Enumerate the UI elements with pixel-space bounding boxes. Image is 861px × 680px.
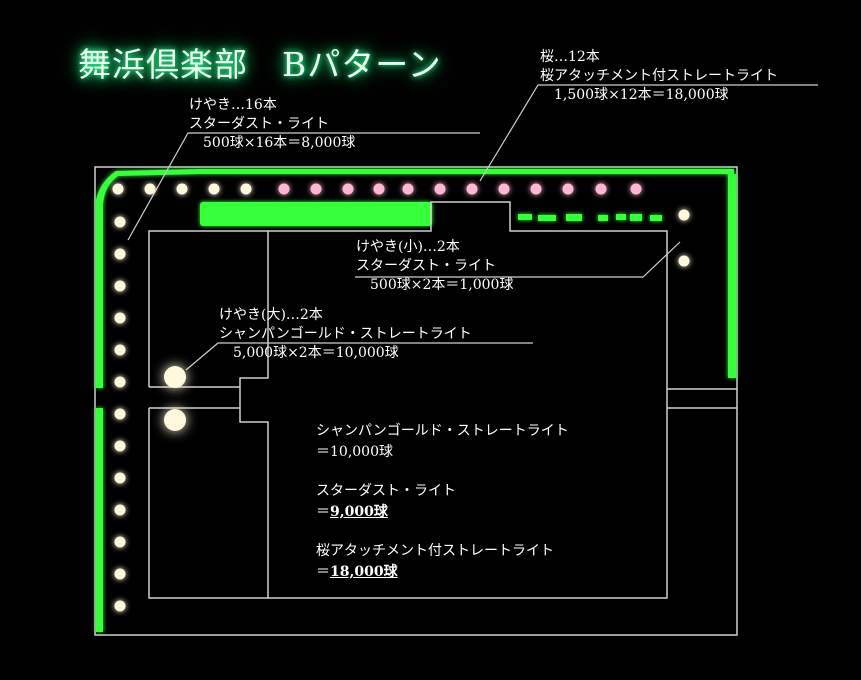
note-sakura-type: 桜アタッチメント付ストレートライト [540, 68, 778, 84]
sakura-light [310, 183, 322, 195]
summary-champagne: シャンパンゴールド・ストレートライト ＝10,000球 [316, 421, 569, 463]
sakura-light [498, 183, 510, 195]
sakura-light [434, 183, 446, 195]
hedge-right [728, 174, 736, 378]
summary-stardust-total: ＝9,000球 [316, 502, 569, 523]
summary-stardust-prefix: ＝ [316, 504, 330, 520]
summary-champagne-value: ＝10,000球 [316, 444, 393, 460]
leader-keyaki [127, 132, 480, 241]
keyaki-light [112, 183, 124, 195]
leader-lines [127, 84, 818, 371]
summary-stardust: スターダスト・ライト ＝9,000球 [316, 481, 569, 523]
note-keyaki-small-tree: けやき(小)…2本 [356, 239, 460, 255]
keyaki-light [114, 248, 126, 260]
hedge-top [200, 169, 734, 174]
summary-champagne-label: シャンパンゴールド・ストレートライト [316, 423, 569, 439]
sakura-light [562, 183, 574, 195]
sakura-light [342, 183, 354, 195]
hedge-left-upper [96, 169, 200, 388]
sakura-light [530, 183, 542, 195]
keyaki-light [114, 408, 126, 420]
note-keyaki-count: 500球×16本＝8,000球 [203, 135, 356, 151]
sakura-light [278, 183, 290, 195]
note-keyaki-small-count: 500球×2本＝1,000球 [370, 277, 514, 293]
keyaki-light [114, 376, 126, 388]
keyaki-light [114, 568, 126, 580]
note-keyaki-large-type: シャンパンゴールド・ストレートライト [219, 326, 472, 342]
leader-sakura [479, 84, 818, 182]
note-keyaki: けやき…16本 スターダスト・ライト 500球×16本＝8,000球 [189, 96, 355, 153]
light-markers [112, 183, 690, 612]
keyaki-light [114, 472, 126, 484]
site-boundary [94, 166, 738, 636]
keyaki-light [114, 280, 126, 292]
keyaki-large-light [164, 409, 186, 431]
summary-sakura-prefix: ＝ [316, 564, 330, 580]
sakura-light [402, 183, 414, 195]
summary-sakura-value: 18,000球 [330, 564, 398, 580]
note-keyaki-small: けやき(小)…2本 スターダスト・ライト 500球×2本＝1,000球 [356, 238, 513, 295]
note-keyaki-large-tree: けやき(大)…2本 [219, 307, 323, 323]
sakura-light [466, 183, 478, 195]
summary-stardust-label: スターダスト・ライト [316, 483, 456, 499]
note-keyaki-small-type: スターダスト・ライト [356, 258, 496, 274]
summary-sakura-label: 桜アタッチメント付ストレートライト [316, 543, 554, 559]
hedge-right-small [518, 214, 662, 221]
keyaki-light [208, 183, 220, 195]
summary-stardust-value: 9,000球 [330, 504, 388, 520]
sakura-light [595, 183, 607, 195]
keyaki-light [114, 504, 126, 516]
keyaki-light [114, 536, 126, 548]
note-sakura-count: 1,500球×12本＝18,000球 [554, 87, 729, 103]
keyaki-light [114, 312, 126, 324]
leader-keyaki-large [185, 342, 533, 371]
keyaki-large-light [164, 366, 186, 388]
summary-sakura: 桜アタッチメント付ストレートライト ＝18,000球 [316, 541, 569, 583]
note-keyaki-large: けやき(大)…2本 シャンパンゴールド・ストレートライト 5,000球×2本＝1… [219, 306, 472, 363]
summary-sakura-total: ＝18,000球 [316, 562, 569, 583]
note-sakura: 桜…12本 桜アタッチメント付ストレートライト 1,500球×12本＝18,00… [540, 48, 778, 105]
leader-keyaki-small [355, 241, 681, 278]
building-outline [148, 201, 737, 599]
keyaki-light [176, 183, 188, 195]
keyaki-light [114, 216, 126, 228]
page-title: 舞浜倶楽部 Bパターン [78, 45, 442, 84]
hedge-left-lower [96, 408, 103, 632]
hedge-center-band [200, 202, 432, 226]
note-keyaki-large-count: 5,000球×2本＝10,000球 [233, 345, 399, 361]
note-keyaki-tree: けやき…16本 [189, 97, 277, 113]
keyaki-light [114, 440, 126, 452]
keyaki-small-light [678, 255, 690, 267]
note-sakura-tree: 桜…12本 [540, 49, 600, 65]
keyaki-light [114, 600, 126, 612]
sakura-light [630, 183, 642, 195]
keyaki-light [144, 183, 156, 195]
hedges [96, 169, 736, 632]
sakura-light [373, 183, 385, 195]
summary-totals: シャンパンゴールド・ストレートライト ＝10,000球 スターダスト・ライト ＝… [316, 421, 569, 601]
keyaki-light [114, 344, 126, 356]
keyaki-light [240, 183, 252, 195]
keyaki-small-light [678, 209, 690, 221]
note-keyaki-type: スターダスト・ライト [189, 116, 329, 132]
